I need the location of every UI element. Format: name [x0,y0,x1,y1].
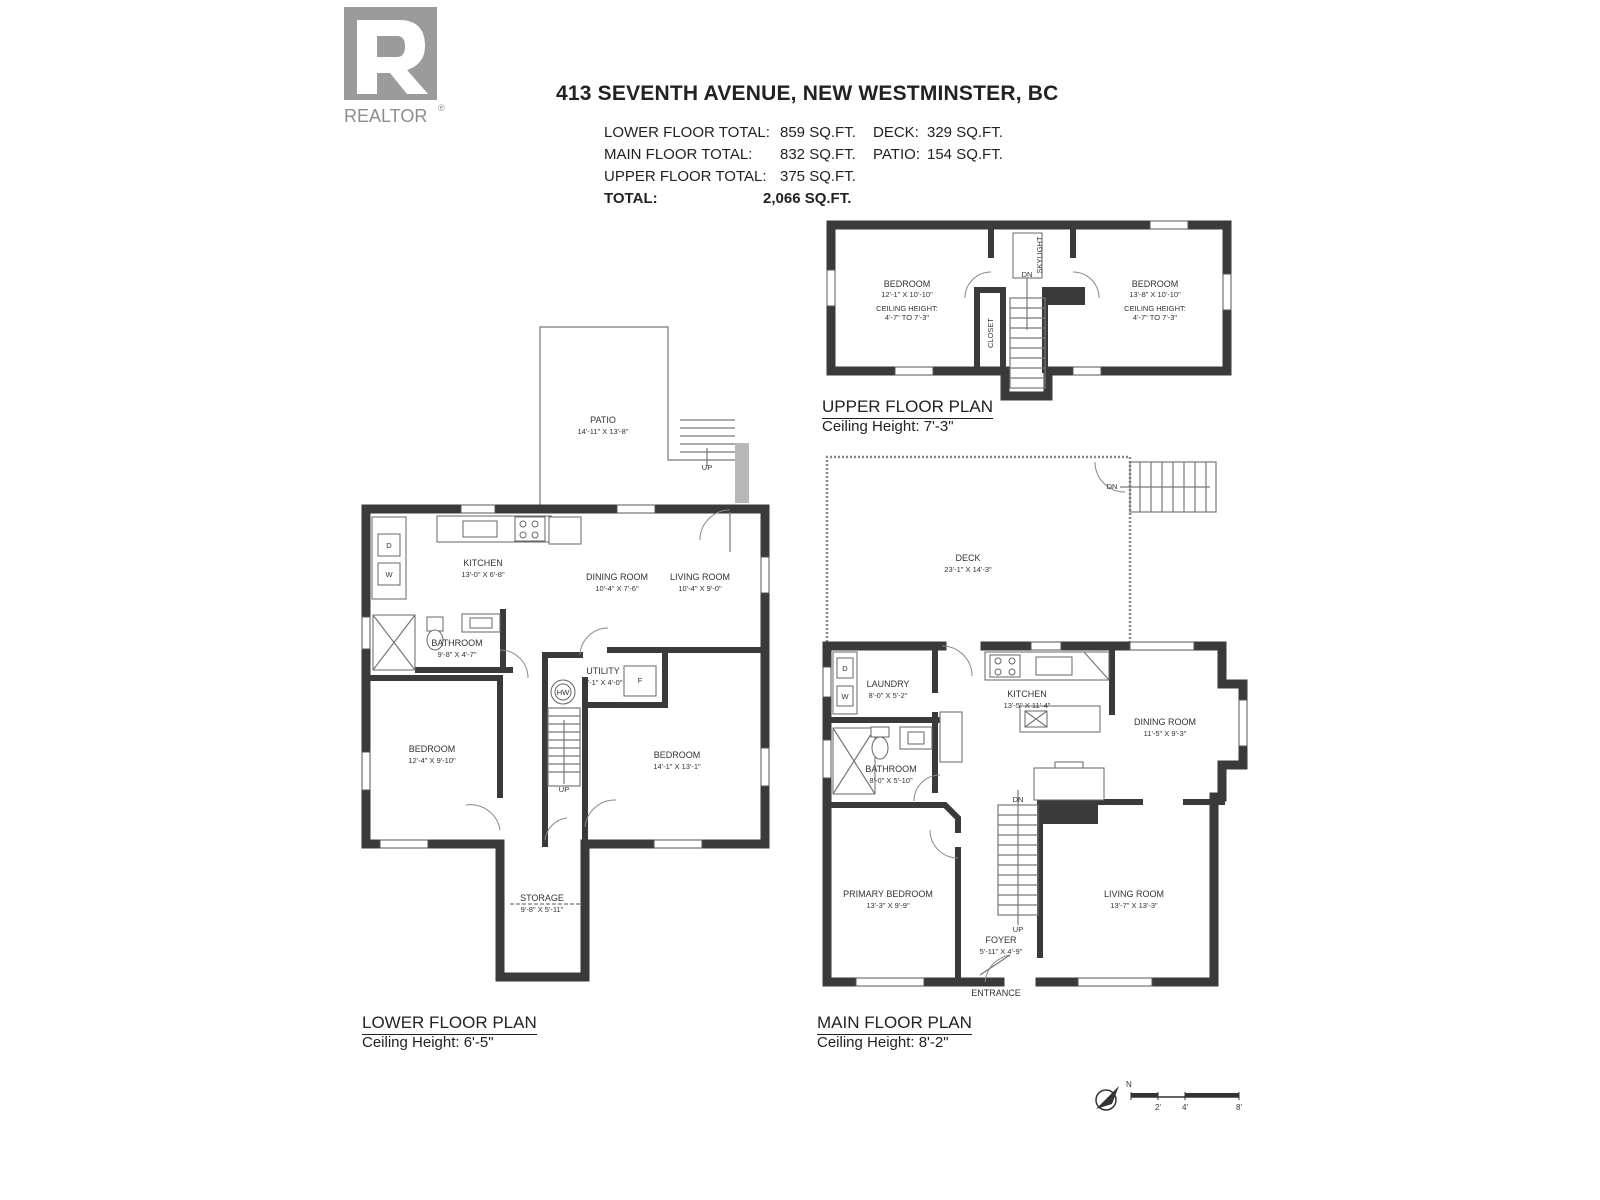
main-washer-label: W [841,692,849,701]
deck-name: DECK [955,553,980,563]
main-bathroom-dims: 8'-0" X 5'-10" [869,776,913,785]
grand-total-value: 2,066 SQ.FT. [763,190,852,207]
lower-bedroom-2-name: BEDROOM [654,750,701,760]
upper-floor-ceiling-height: Ceiling Height: 7'-3" [822,418,954,435]
scale-tick-4: 4' [1182,1103,1188,1112]
scale-tick-2: 2' [1155,1103,1161,1112]
scale-tick-8: 8' [1236,1103,1242,1112]
main-washer [836,685,854,707]
laundry-dims: 8'-0" X 5'-2" [868,691,907,700]
water-heater-label: HW [557,688,570,697]
main-living-room-dims: 13'-7" X 13'-3" [1110,901,1158,910]
grand-total-label: TOTAL: [604,190,658,207]
scale-bar: N 2' 4' 8' [1095,1080,1242,1112]
north-arrow-icon [1095,1086,1119,1111]
lower-dining-room-dims: 10'-4" X 7'-6" [595,584,639,593]
upper-bedroom-1-ceiling-label: CEILING HEIGHT: [876,304,938,313]
lower-floor-plan: D W HW F [361,326,770,982]
lower-living-room-dims: 10'-4" X 9'-0" [678,584,722,593]
main-kitchen-dims: 13'-5" X 11'-4" [1004,701,1051,710]
upper-bedroom-1-ceiling-range: 4'-7" TO 7'-3" [885,313,930,322]
furnace-label: F [638,676,643,685]
lower-dryer [377,533,401,557]
lower-floor-total-label: LOWER FLOOR TOTAL: [604,124,770,141]
realtor-wordmark: REALTOR [344,106,427,126]
deck-total-label: DECK: [873,124,919,141]
upper-bedroom-2-name: BEDROOM [1132,279,1179,289]
lower-storage-dims: 9'-8" X 5'-11" [521,905,564,914]
lower-bathroom-name: BATHROOM [431,638,482,648]
foyer-name: FOYER [985,935,1017,945]
main-floor-plan-title: MAIN FLOOR PLAN [817,1013,972,1035]
foyer-dims: 5'-11" X 4'-9" [980,947,1023,956]
main-dining-room-name: DINING ROOM [1134,717,1196,727]
main-dining-room-dims: 11'-5" X 9'-3" [1144,729,1187,738]
upper-floor-total-value: 375 SQ.FT. [780,168,856,185]
main-bathroom-name: BATHROOM [865,764,916,774]
realtor-logo: REALTOR ® [344,7,445,126]
lower-utility-name: UTILITY [586,666,620,676]
closet-label: CLOSET [986,318,995,348]
upper-bedroom-2-ceiling-label: CEILING HEIGHT: [1124,304,1186,313]
deck-dims: 23'-1" X 14'-3" [944,565,992,574]
lower-kitchen-dims: 13'-0" X 6'-8" [461,570,505,579]
lower-storage-name: STORAGE [520,893,564,903]
lower-living-room-name: LIVING ROOM [670,572,730,582]
upper-bedroom-2-ceiling-range: 4'-7" TO 7'-3" [1133,313,1178,322]
skylight-label: SKYLIGHT [1035,236,1044,274]
primary-bedroom-name: PRIMARY BEDROOM [843,889,933,899]
entrance-label: ENTRANCE [971,988,1021,998]
lower-kitchen-name: KITCHEN [463,558,503,568]
upper-bedroom-1-name: BEDROOM [884,279,931,289]
main-dryer-label: D [842,664,848,673]
lower-floor-plan-title: LOWER FLOOR PLAN [362,1013,537,1035]
main-kitchen-name: KITCHEN [1007,689,1047,699]
lower-floor-ceiling-height: Ceiling Height: 6'-5" [362,1034,494,1051]
lower-bathroom-dims: 9'-8" X 4'-7" [437,650,476,659]
deck-stair-dn-label: DN [1107,482,1118,491]
lower-bedroom-1-name: BEDROOM [409,744,456,754]
main-dryer [836,657,854,679]
main-living-room-name: LIVING ROOM [1104,889,1164,899]
lower-bedroom-2-dims: 14'-1" X 13'-1" [653,762,701,771]
main-floor-plan: D W DECK 23'-1" X 14'-3 [822,455,1248,998]
upper-bedroom-2-dims: 13'-8" X 10'-10" [1129,290,1181,299]
main-floor-total-label: MAIN FLOOR TOTAL: [604,146,753,163]
lower-dryer-label: D [386,541,392,550]
primary-bedroom-dims: 13'-3" X 9'-9" [866,901,910,910]
patio-total-value: 154 SQ.FT. [927,146,1003,163]
main-floor-ceiling-height: Ceiling Height: 8'-2" [817,1034,949,1051]
registered-mark: ® [438,103,445,113]
lower-floor-total-value: 859 SQ.FT. [780,124,856,141]
main-stair-dn-label: DN [1013,795,1024,804]
patio-total-label: PATIO: [873,146,920,163]
north-label: N [1126,1080,1132,1089]
laundry-name: LAUNDRY [867,679,910,689]
main-stair-up-label: UP [1013,925,1023,934]
lower-stair-up-label: UP [559,785,569,794]
property-address: 413 SEVENTH AVENUE, NEW WESTMINSTER, BC [556,82,1059,105]
upper-floor-plan-title: UPPER FLOOR PLAN [822,397,993,419]
lower-washer-label: W [385,570,393,579]
lower-bedroom-1-dims: 12'-4" X 9'-10" [408,756,456,765]
lower-washer [377,562,401,586]
lower-utility-dims: 9'-1" X 4'-0" [583,678,622,687]
upper-floor-plan: BEDROOM 12'-1" X 10'-10" CEILING HEIGHT:… [826,220,1232,401]
lower-patio-dims: 14'-11" X 13'-8" [578,427,629,436]
upper-floor-total-label: UPPER FLOOR TOTAL: [604,168,767,185]
main-floor-total-value: 832 SQ.FT. [780,146,856,163]
deck-total-value: 329 SQ.FT. [927,124,1003,141]
lower-dining-room-name: DINING ROOM [586,572,648,582]
upper-bedroom-1-dims: 12'-1" X 10'-10" [881,290,933,299]
lower-patio-name: PATIO [590,415,616,425]
patio-stair-up-label: UP [702,463,712,472]
upper-stair-dn-label: DN [1022,270,1033,279]
